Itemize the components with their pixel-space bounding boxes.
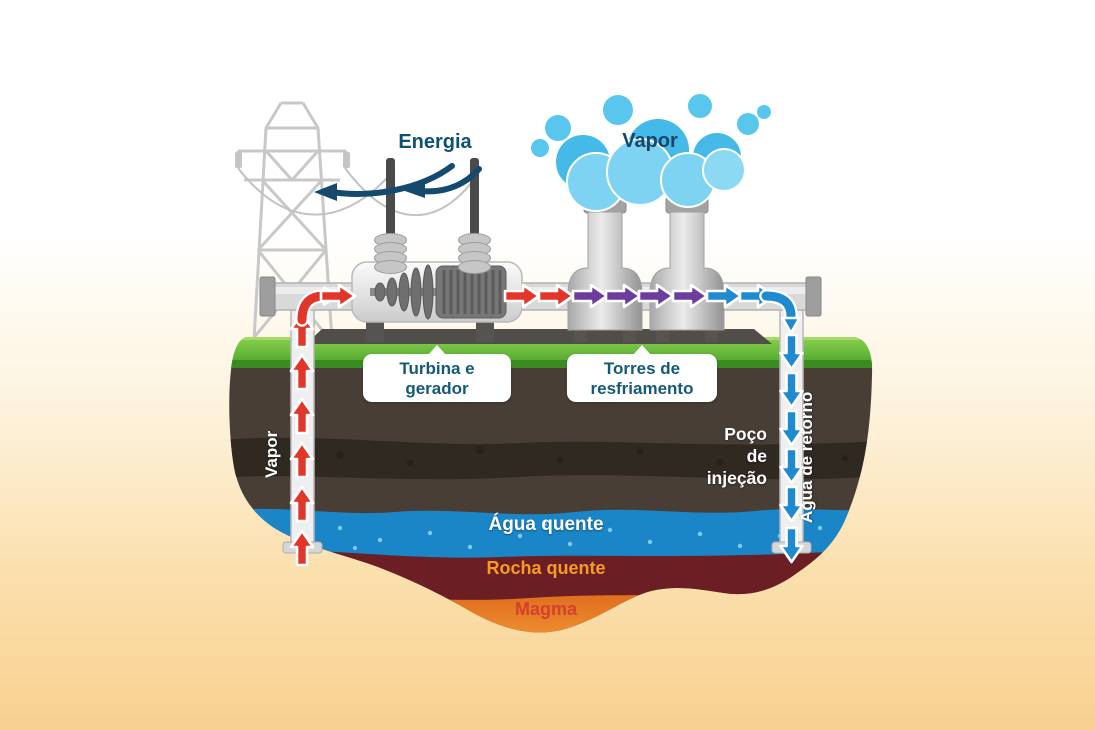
steam-clouds [531,94,771,212]
cooling-callout-line1: Torres de [603,359,681,378]
turbine-generator [351,261,523,342]
turbine-callout-line2: gerador [405,379,469,398]
turbine-blades [374,264,434,320]
injection-well-label: Poço de injeção [707,424,767,490]
grass-dark-edge [229,360,873,368]
hot-rock-label: Rocha quente [486,558,606,578]
return-water-arrows [705,283,804,564]
tower-insulator-right [343,152,350,168]
injection-well-line2: de [746,445,767,466]
pipe-cap-left [259,276,276,317]
electricity-arrows [314,163,482,201]
generator-ribs [442,270,502,314]
injection-well-line1: Poço [724,424,767,444]
hot-water-layer [229,508,873,563]
turbine-callout-line1: Turbina e [399,359,475,378]
injection-well-line3: injeção [706,467,767,488]
turbine-callout: Turbina e gerador [363,345,511,402]
energy-label: Energia [398,131,472,153]
steam-clouds-label: Vapor [622,130,678,152]
steam-well-label: Vapor [262,430,281,478]
hot-water-label: Água quente [488,514,604,535]
bushing-post-left [374,158,407,274]
cooling-callout-line2: resfriamento [590,379,694,398]
cooling-tower-2 [649,196,725,342]
steam-flow-arrows [289,283,575,567]
cooling-towers-callout: Torres de resfriamento [567,345,717,402]
plant-platform [306,329,772,344]
pipe-cap-right [805,276,822,317]
magma-label: Magma [514,599,577,619]
transmission-tower [235,101,350,341]
return-water-label: Água de retorno [797,391,816,523]
cooling-tower-1 [567,196,643,342]
tower-insulator-left [235,152,242,168]
bushing-post-right [458,158,491,274]
dark-rock-band [229,437,873,480]
